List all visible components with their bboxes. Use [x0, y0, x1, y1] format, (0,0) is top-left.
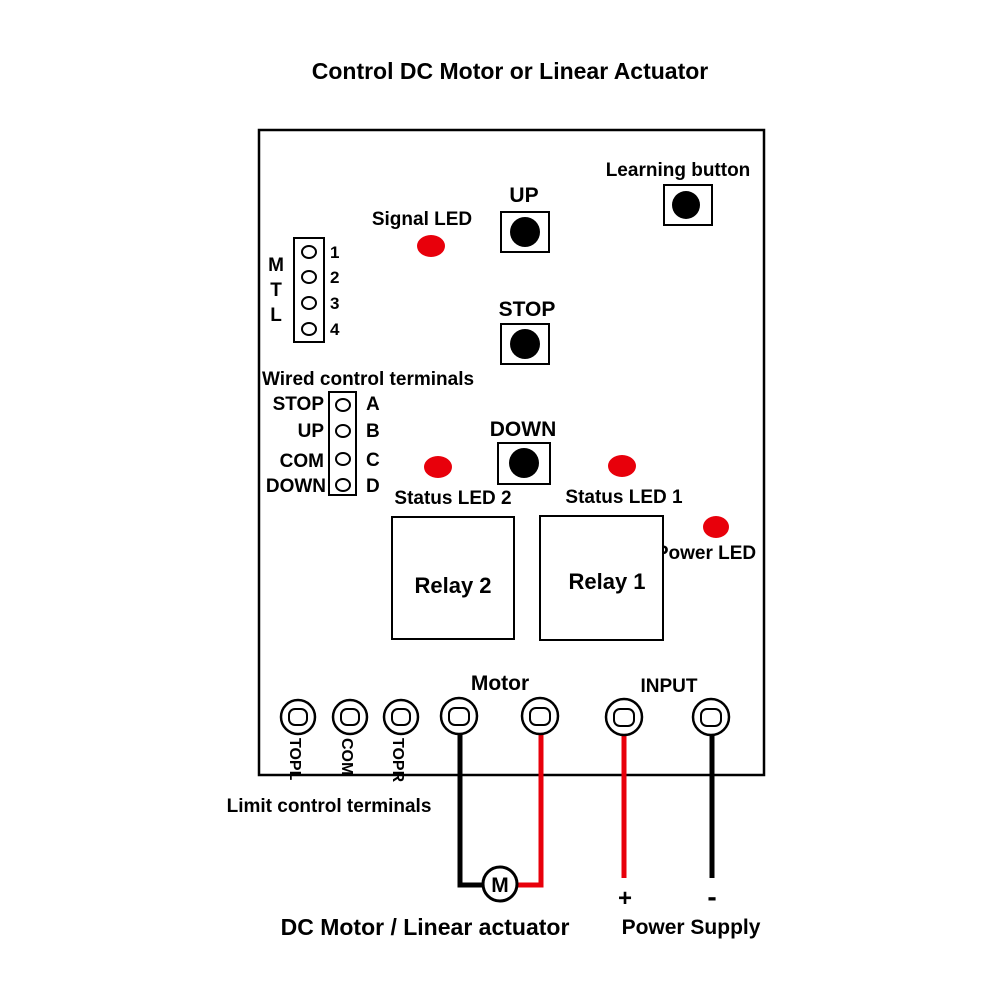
power-supply-caption: Power Supply [622, 916, 761, 939]
motor-symbol-letter: M [491, 874, 509, 897]
learning-button[interactable] [663, 184, 713, 226]
wired-pin-b[interactable] [335, 424, 351, 438]
wired-letter-c: C [366, 450, 380, 471]
wired-terminal-header [328, 391, 357, 496]
wired-label-stop: STOP [273, 394, 325, 415]
wired-pin-d[interactable] [335, 478, 351, 492]
motor-wire-black [457, 718, 484, 888]
mtl-letter-l: L [270, 305, 282, 326]
motor-symbol [481, 865, 519, 903]
learning-button-label: Learning button [606, 160, 751, 181]
mtl-pin-3[interactable] [301, 296, 317, 310]
limit-label-com: COM [338, 738, 355, 775]
wired-label-com: COM [280, 451, 324, 472]
mtl-pin-label-3: 3 [330, 294, 339, 313]
terminal-input-plus[interactable] [604, 697, 644, 737]
wired-letter-d: D [366, 476, 380, 497]
mtl-pin-4[interactable] [301, 322, 317, 336]
down-button-label: DOWN [490, 418, 557, 441]
minus-sign: - [707, 881, 716, 912]
power-led [703, 516, 729, 538]
signal-led [417, 235, 445, 257]
diagram-title: Control DC Motor or Linear Actuator [312, 58, 709, 84]
input-terminals-label: INPUT [641, 676, 698, 697]
wired-pin-a[interactable] [335, 398, 351, 412]
wired-pin-c[interactable] [335, 452, 351, 466]
limit-label-topl: TOPL [286, 738, 303, 781]
plus-sign: + [618, 885, 632, 912]
down-button[interactable] [497, 442, 551, 485]
terminal-motor-1[interactable] [439, 696, 479, 736]
terminal-input-minus[interactable] [691, 697, 731, 737]
stop-button[interactable] [500, 323, 550, 365]
signal-led-label: Signal LED [372, 209, 472, 230]
mtl-letter-m: M [268, 255, 284, 276]
terminal-motor-2[interactable] [520, 696, 560, 736]
motor-wire-red [518, 718, 544, 888]
wired-letter-b: B [366, 421, 380, 442]
status-led-2 [424, 456, 452, 478]
mtl-pin-2[interactable] [301, 270, 317, 284]
mtl-pin-label-4: 4 [330, 320, 340, 339]
motor-caption: DC Motor / Linear actuator [281, 914, 570, 940]
terminal-com[interactable] [331, 698, 369, 736]
terminal-topl[interactable] [279, 698, 317, 736]
power-led-label: Power LED [656, 543, 756, 564]
mtl-pin-1[interactable] [301, 245, 317, 259]
mtl-letter-t: T [270, 280, 282, 301]
relay-1 [539, 515, 664, 641]
status-led-1-label: Status LED 1 [565, 487, 683, 508]
up-button[interactable] [500, 211, 550, 253]
relay-2-label: Relay 2 [414, 573, 491, 598]
relay-2 [391, 516, 515, 640]
limit-terminals-title: Limit control terminals [227, 796, 432, 817]
mtl-pin-label-1: 1 [330, 243, 339, 262]
mtl-pin-label-2: 2 [330, 268, 339, 287]
motor-terminals-label: Motor [471, 672, 529, 695]
wired-label-up: UP [298, 421, 325, 442]
status-led-2-label: Status LED 2 [394, 488, 511, 509]
terminal-topr[interactable] [382, 698, 420, 736]
wired-letter-a: A [366, 394, 380, 415]
status-led-1 [608, 455, 636, 477]
up-button-label: UP [509, 184, 538, 207]
mtl-pin-header [293, 237, 325, 343]
wired-label-down: DOWN [266, 476, 326, 497]
controller-board [257, 128, 766, 777]
wired-terminals-title: Wired control terminals [262, 369, 474, 390]
relay-1-label: Relay 1 [568, 569, 645, 594]
stop-button-label: STOP [499, 298, 556, 321]
limit-label-topr: TOPR [389, 738, 406, 783]
